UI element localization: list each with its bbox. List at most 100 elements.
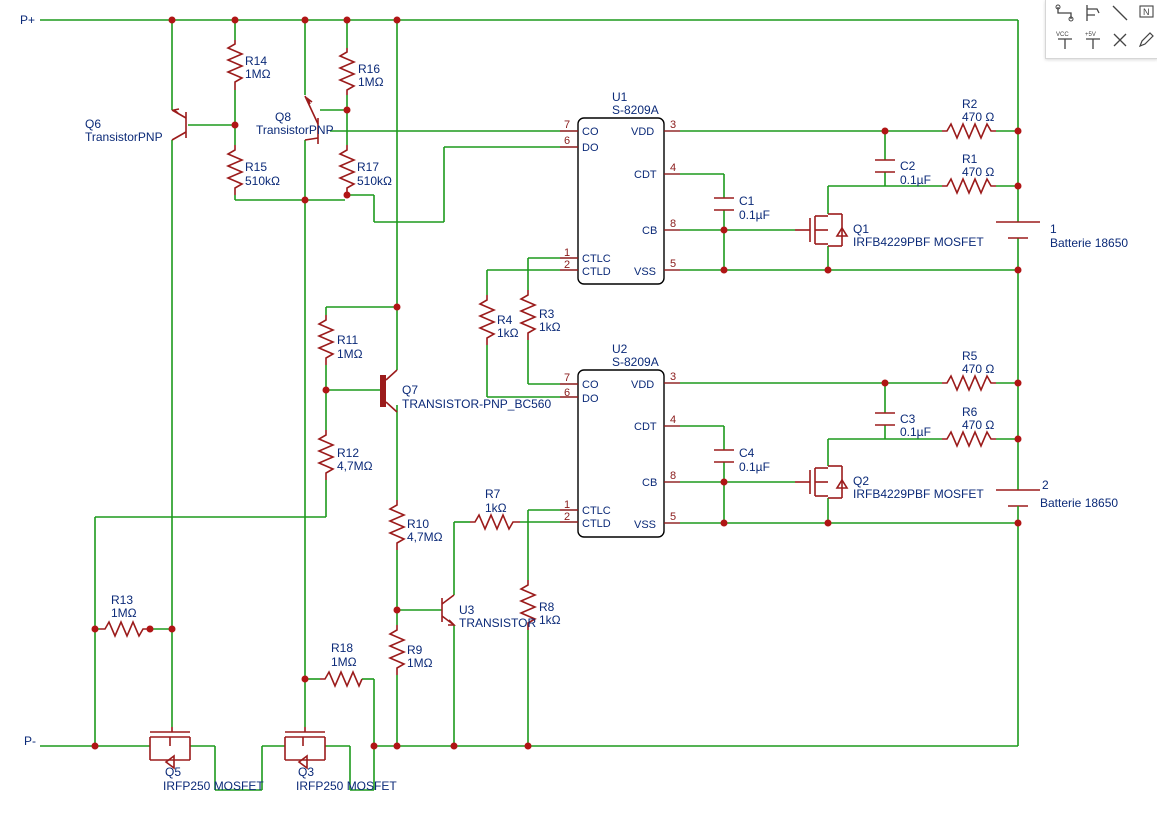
u2-pinnum-1: 1 — [564, 499, 570, 511]
label-r15: R15 — [245, 160, 267, 174]
net-label-p-minus[interactable]: P- — [24, 734, 36, 748]
resistor-r1[interactable] — [942, 176, 996, 196]
label-r9-value: 1MΩ — [407, 656, 433, 670]
u1-pin-vss: VSS — [634, 266, 656, 278]
u2-pin-cdt: CDT — [634, 421, 657, 433]
label-r16-value: 1MΩ — [358, 75, 384, 89]
label-r2: R2 — [962, 97, 978, 111]
u1-pin-cb: CB — [642, 225, 657, 237]
mosfet-q5[interactable] — [149, 727, 191, 770]
resistor-r11[interactable] — [316, 315, 336, 365]
resistor-r6[interactable] — [942, 429, 996, 449]
label-r3-value: 1kΩ — [539, 320, 561, 334]
line-icon[interactable] — [1110, 3, 1130, 23]
resistor-r18[interactable] — [320, 669, 363, 689]
net-label-icon[interactable]: N — [1136, 3, 1156, 23]
pencil-icon[interactable] — [1136, 30, 1156, 50]
label-q5-value: IRFP250 MOSFET — [163, 779, 264, 793]
label-r9: R9 — [407, 643, 423, 657]
resistor-r3[interactable] — [518, 290, 538, 340]
resistor-r14[interactable] — [225, 40, 245, 90]
resistor-r13[interactable] — [100, 619, 148, 639]
resistor-r12[interactable] — [316, 430, 336, 480]
u2-pinnum-7: 7 — [564, 372, 570, 384]
resistor-r5[interactable] — [942, 373, 996, 393]
u1-pin-cdt: CDT — [634, 169, 657, 181]
u2-pin-ctlc: CTLC — [582, 505, 611, 517]
transistor-u3[interactable] — [441, 594, 456, 626]
vcc-icon[interactable]: VCC — [1055, 30, 1075, 50]
transistor-q7[interactable] — [380, 369, 398, 413]
capacitors — [714, 159, 895, 463]
label-q3: Q3 — [298, 765, 314, 779]
u1-pin-do: DO — [582, 142, 599, 154]
label-r2-value: 470 Ω — [962, 110, 994, 124]
resistor-r4[interactable] — [477, 295, 497, 345]
label-q3-value: IRFP250 MOSFET — [296, 779, 397, 793]
u1-pinnum-2: 2 — [564, 259, 570, 271]
label-q7: Q7 — [402, 383, 418, 397]
label-u1: U1 — [612, 90, 628, 104]
resistor-r10[interactable] — [387, 500, 407, 550]
label-battery-1: 1 — [1050, 222, 1057, 236]
label-r5-value: 470 Ω — [962, 362, 994, 376]
label-r11-value: 1MΩ — [337, 347, 363, 361]
label-r5: R5 — [962, 349, 978, 363]
label-c3: C3 — [900, 412, 916, 426]
u1-pinnum-8: 8 — [670, 218, 676, 230]
label-u3: U3 — [459, 603, 475, 617]
u1-pinnum-5: 5 — [670, 258, 676, 270]
label-q5: Q5 — [165, 765, 181, 779]
mosfet-q3[interactable] — [284, 727, 326, 770]
ic-u2[interactable]: CO DO CTLC CTLD VDD CDT CB VSS 7 6 1 2 3… — [560, 369, 680, 538]
no-connect-icon[interactable] — [1110, 30, 1130, 50]
resistor-r7[interactable] — [470, 512, 520, 532]
label-u1-value: S-8209A — [612, 103, 659, 117]
resistor-r15[interactable] — [225, 145, 245, 195]
label-u2-value: S-8209A — [612, 355, 659, 369]
bus-entry-icon[interactable] — [1083, 3, 1103, 23]
label-r1-value: 470 Ω — [962, 165, 994, 179]
u1-pinnum-3: 3 — [670, 119, 676, 131]
resistor-r2[interactable] — [942, 121, 996, 141]
label-r6: R6 — [962, 405, 978, 419]
label-r18-value: 1MΩ — [331, 655, 357, 669]
capacitor-c1[interactable] — [714, 197, 734, 211]
battery-1[interactable] — [996, 221, 1040, 239]
label-r15-value: 510kΩ — [245, 174, 280, 188]
transistors — [149, 95, 849, 770]
label-q7-value: TRANSISTOR-PNP_BC560 — [402, 397, 551, 411]
u2-pin-ctld: CTLD — [582, 518, 611, 530]
u2-pinnum-8: 8 — [670, 470, 676, 482]
resistor-r8[interactable] — [518, 580, 538, 630]
capacitor-c4[interactable] — [714, 449, 734, 463]
mosfet-q2[interactable] — [795, 465, 849, 499]
wire-tool-icon[interactable] — [1055, 3, 1075, 23]
u1-pinnum-6: 6 — [564, 135, 570, 147]
plus5v-icon[interactable]: +5V — [1083, 30, 1103, 50]
label-u3-value: TRANSISTOR — [459, 616, 536, 630]
ic-u1[interactable]: CO DO CTLC CTLD VDD CDT CB VSS 7 6 1 2 3… — [560, 117, 680, 285]
net-label-p-plus[interactable]: P+ — [20, 13, 35, 27]
label-r4-value: 1kΩ — [497, 326, 519, 340]
label-r1: R1 — [962, 152, 978, 166]
mosfet-q1[interactable] — [795, 213, 849, 247]
resistor-r16[interactable] — [337, 48, 357, 95]
plus5v-label: +5V — [1085, 32, 1096, 38]
label-r8-value: 1kΩ — [539, 613, 561, 627]
label-q8-value: TransistorPNP — [256, 123, 334, 137]
capacitor-c3[interactable] — [875, 412, 895, 426]
resistor-r17[interactable] — [337, 145, 357, 195]
u2-pinnum-2: 2 — [564, 511, 570, 523]
capacitor-c2[interactable] — [875, 159, 895, 173]
resistor-r9[interactable] — [387, 625, 407, 675]
transistor-q6[interactable] — [171, 108, 187, 141]
transistor-q8[interactable] — [304, 95, 319, 144]
label-battery-2-value: Batterie 18650 — [1040, 496, 1118, 510]
batteries — [996, 221, 1040, 525]
u1-pin-co: CO — [582, 126, 599, 138]
label-r12-value: 4,7MΩ — [337, 459, 373, 473]
label-r4: R4 — [497, 313, 513, 327]
